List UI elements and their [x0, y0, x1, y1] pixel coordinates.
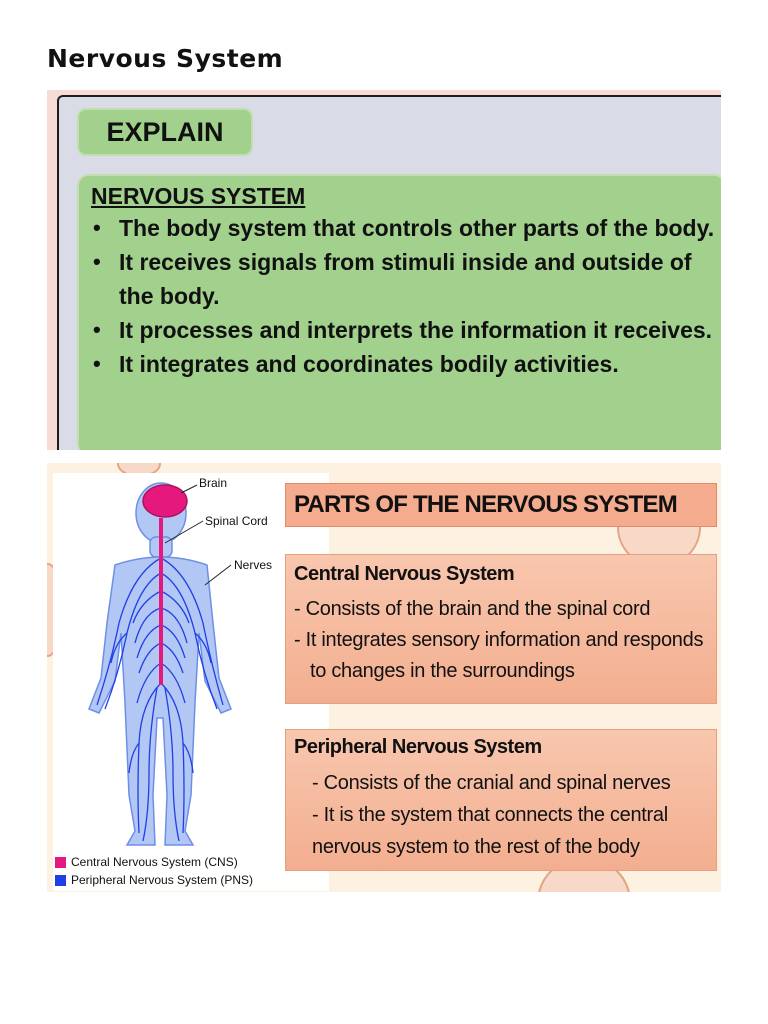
- pns-line: - It is the system that connects the cen…: [312, 804, 668, 826]
- label-leader-lines: [164, 484, 232, 586]
- parts-slide: Brain Spinal Cord Nerves Central Nervous…: [47, 463, 721, 892]
- bullet-item: It integrates and coordinates bodily act…: [87, 347, 716, 381]
- legend-item-cns: Central Nervous System (CNS): [55, 853, 253, 871]
- human-body-illustration: [88, 482, 232, 846]
- explain-slide: EXPLAIN NERVOUS SYSTEM The body system t…: [47, 90, 721, 450]
- bullet-item: It processes and interprets the informat…: [87, 313, 716, 347]
- pns-line: - Consists of the cranial and spinal ner…: [312, 772, 671, 794]
- pns-info-box: Peripheral Nervous System - Consists of …: [285, 729, 717, 871]
- definition-bullets: The body system that controls other part…: [87, 211, 716, 381]
- nervous-system-definition-box: NERVOUS SYSTEM The body system that cont…: [77, 174, 721, 450]
- cns-heading: Central Nervous System: [294, 563, 515, 585]
- peripheral-nerves: [96, 557, 224, 842]
- cns-line: - Consists of the brain and the spinal c…: [294, 598, 651, 620]
- legend-item-pns: Peripheral Nervous System (PNS): [55, 871, 253, 889]
- slide-canvas: EXPLAIN NERVOUS SYSTEM The body system t…: [57, 95, 721, 450]
- brain: [142, 484, 188, 518]
- legend-label: Peripheral Nervous System (PNS): [71, 873, 254, 887]
- page-title: Nervous System: [47, 44, 284, 73]
- figure-legend: Central Nervous System (CNS) Peripheral …: [55, 853, 253, 889]
- definition-heading: NERVOUS SYSTEM: [91, 183, 306, 209]
- legend-label: Central Nervous System (CNS): [71, 855, 238, 869]
- cns-color-swatch: [55, 856, 66, 868]
- pns-color-swatch: [55, 874, 66, 886]
- parts-title: PARTS OF THE NERVOUS SYSTEM: [285, 483, 717, 527]
- pns-line: nervous system to the rest of the body: [312, 836, 640, 858]
- cns-info-box: Central Nervous System - Consists of the…: [285, 554, 717, 704]
- nerves-label: Nerves: [234, 558, 273, 572]
- nervous-system-figure: Brain Spinal Cord Nerves Central Nervous…: [53, 473, 329, 891]
- cns-line: - It integrates sensory information and …: [294, 629, 704, 682]
- spinal-cord-label: Spinal Cord: [205, 514, 268, 528]
- bullet-item: It receives signals from stimuli inside …: [87, 245, 716, 313]
- pns-heading: Peripheral Nervous System: [294, 736, 542, 758]
- bullet-item: The body system that controls other part…: [87, 211, 716, 245]
- explain-label: EXPLAIN: [77, 108, 253, 156]
- brain-label: Brain: [199, 476, 228, 490]
